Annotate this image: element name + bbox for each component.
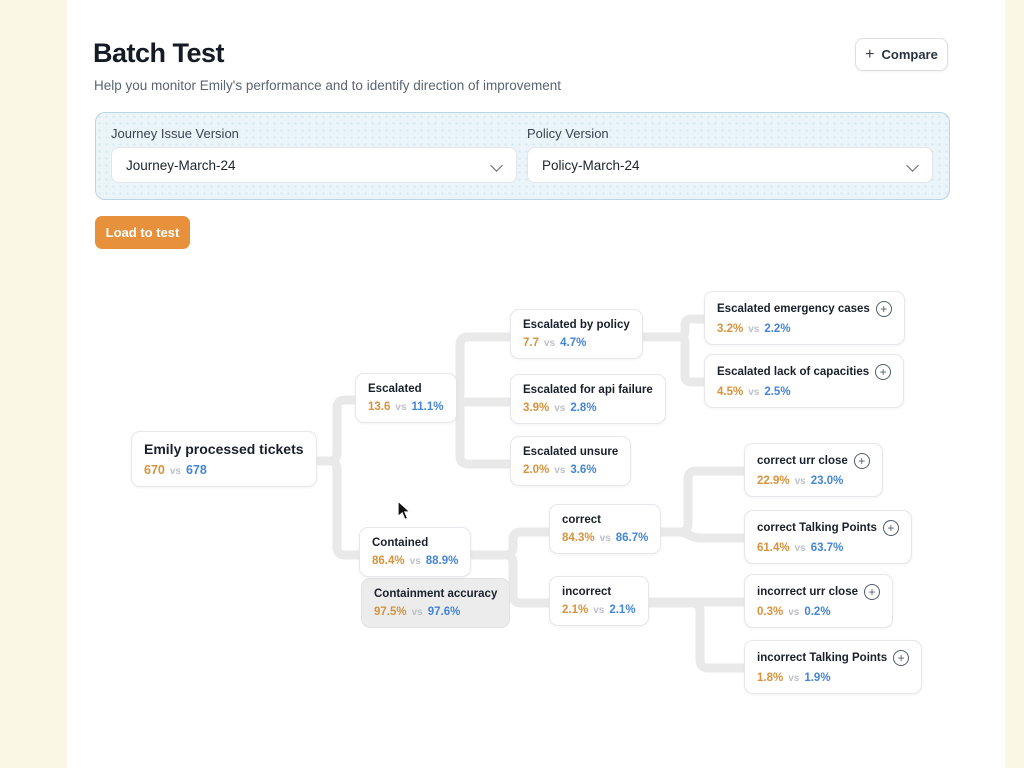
- metric-current-value: 22.9%: [757, 475, 790, 487]
- metric-current-value: 13.6: [368, 401, 391, 413]
- node-title: correct Talking Points: [757, 522, 877, 534]
- page-title: Batch Test: [93, 38, 225, 68]
- compare-button-label: Compare: [881, 47, 938, 62]
- metric-current-value: 7.7: [523, 337, 539, 349]
- expand-plus-icon[interactable]: +: [863, 584, 880, 600]
- metric-current-value: 3.9%: [523, 402, 550, 414]
- journey-version-select[interactable]: Journey-March-24: [111, 147, 517, 183]
- metric-current-value: 84.3%: [562, 532, 595, 544]
- vs-label: vs: [794, 476, 806, 487]
- vs-label: vs: [748, 324, 760, 335]
- metrics-tree: Containment accuracy 97.5% vs 97.6% Emil…: [67, 0, 1005, 768]
- tree-node-escalated-unsure[interactable]: Escalated unsure 2.0% vs 3.6%: [510, 436, 632, 486]
- metric-compare-value: 2.5%: [764, 386, 791, 398]
- tree-node-escalated-by-policy[interactable]: Escalated by policy 7.7 vs 4.7%: [510, 309, 643, 359]
- node-title: Containment accuracy: [374, 588, 498, 600]
- metric-compare-value: 2.8%: [570, 402, 597, 414]
- tree-node-escalated[interactable]: Escalated 13.6 vs 11.1%: [355, 373, 457, 423]
- vs-label: vs: [395, 402, 407, 413]
- vs-label: vs: [544, 338, 556, 349]
- tree-node-escalated-emergency-cases[interactable]: Escalated emergency cases + 3.2% vs 2.2%: [704, 291, 905, 345]
- metric-compare-value: 11.1%: [411, 401, 444, 413]
- metric-compare-value: 97.6%: [427, 606, 461, 618]
- tree-node-root[interactable]: Emily processed tickets 670 vs 678: [131, 431, 317, 487]
- vs-label: vs: [411, 607, 423, 618]
- vs-label: vs: [788, 673, 800, 684]
- node-title: Escalated unsure: [523, 446, 619, 458]
- metric-compare-value: 2.1%: [609, 604, 636, 616]
- tree-node-correct-talking-points[interactable]: correct Talking Points + 61.4% vs 63.7%: [744, 510, 912, 564]
- metric-compare-value: 2.2%: [764, 323, 791, 335]
- tree-node-incorrect-urr-close[interactable]: incorrect urr close + 0.3% vs 0.2%: [744, 574, 893, 628]
- metric-current-value: 86.4%: [372, 555, 405, 567]
- node-title: incorrect urr close: [757, 586, 858, 598]
- tree-node-correct-urr-close[interactable]: correct urr close + 22.9% vs 23.0%: [744, 443, 883, 497]
- metric-current-value: 2.0%: [523, 464, 550, 476]
- policy-version-label: Policy Version: [527, 126, 609, 141]
- metric-current-value: 97.5%: [374, 606, 407, 618]
- policy-version-select[interactable]: Policy-March-24: [527, 147, 933, 183]
- expand-plus-icon[interactable]: +: [882, 520, 899, 536]
- metric-compare-value: 0.2%: [804, 606, 831, 618]
- metric-current-value: 0.3%: [757, 606, 784, 618]
- node-title: Emily processed tickets: [144, 441, 304, 457]
- metric-current-value: 2.1%: [562, 604, 589, 616]
- version-filter-panel: Journey Issue Version Journey-March-24 P…: [95, 112, 950, 200]
- metric-compare-value: 23.0%: [810, 475, 844, 487]
- tree-node-incorrect[interactable]: incorrect 2.1% vs 2.1%: [549, 576, 649, 626]
- metric-compare-value: 4.7%: [560, 337, 587, 349]
- tree-node-contained[interactable]: Contained 86.4% vs 88.9%: [359, 527, 472, 577]
- metric-compare-value: 86.7%: [615, 532, 649, 544]
- compare-button[interactable]: + Compare: [855, 38, 948, 71]
- main-content: Batch Test Help you monitor Emily's perf…: [67, 0, 1005, 768]
- tree-node-containment-accuracy[interactable]: Containment accuracy 97.5% vs 97.6%: [361, 578, 511, 628]
- vs-label: vs: [554, 403, 566, 414]
- policy-version-value: Policy-March-24: [542, 157, 640, 173]
- metric-compare-value: 1.9%: [804, 672, 831, 684]
- vs-label: vs: [748, 387, 760, 398]
- vs-label: vs: [788, 607, 800, 618]
- metric-current-value: 670: [144, 463, 165, 477]
- vs-label: vs: [409, 556, 421, 567]
- tree-node-correct[interactable]: correct 84.3% vs 86.7%: [549, 504, 662, 554]
- load-to-test-button[interactable]: Load to test: [95, 216, 190, 249]
- expand-plus-icon[interactable]: +: [875, 301, 892, 317]
- vs-label: vs: [554, 465, 566, 476]
- tree-node-escalated-lack-of-capacities[interactable]: Escalated lack of capacities + 4.5% vs 2…: [704, 354, 905, 408]
- vs-label: vs: [599, 533, 611, 544]
- tree-node-escalated-api-failure[interactable]: Escalated for api failure 3.9% vs 2.8%: [510, 374, 666, 424]
- vs-label: vs: [593, 605, 605, 616]
- node-title: Escalated for api failure: [523, 384, 653, 396]
- node-title: Escalated: [368, 383, 422, 395]
- metric-compare-value: 88.9%: [425, 555, 459, 567]
- node-title: Escalated lack of capacities: [717, 366, 870, 378]
- expand-plus-icon[interactable]: +: [893, 650, 910, 666]
- node-title: Escalated emergency cases: [717, 303, 870, 315]
- mouse-cursor-icon: [397, 500, 412, 521]
- vs-label: vs: [169, 466, 181, 477]
- tree-node-incorrect-talking-points[interactable]: incorrect Talking Points + 1.8% vs 1.9%: [744, 640, 923, 694]
- plus-icon: +: [865, 45, 875, 63]
- node-title: Escalated by policy: [523, 319, 630, 331]
- node-title: incorrect: [562, 586, 612, 598]
- metric-current-value: 3.2%: [717, 323, 744, 335]
- journey-version-value: Journey-March-24: [126, 157, 236, 173]
- metric-compare-value: 678: [185, 463, 207, 477]
- node-title: Contained: [372, 537, 429, 549]
- page-subtitle: Help you monitor Emily's performance and…: [94, 78, 562, 93]
- journey-version-label: Journey Issue Version: [111, 126, 239, 141]
- metric-current-value: 4.5%: [717, 386, 744, 398]
- metric-current-value: 61.4%: [757, 542, 790, 554]
- metric-compare-value: 3.6%: [570, 464, 597, 476]
- node-title: correct: [562, 514, 601, 526]
- metric-current-value: 1.8%: [757, 672, 784, 684]
- metric-compare-value: 63.7%: [810, 542, 844, 554]
- node-title: incorrect Talking Points: [757, 652, 888, 664]
- expand-plus-icon[interactable]: +: [853, 453, 870, 469]
- expand-plus-icon[interactable]: +: [875, 364, 892, 380]
- node-title: correct urr close: [757, 455, 848, 467]
- vs-label: vs: [794, 543, 806, 554]
